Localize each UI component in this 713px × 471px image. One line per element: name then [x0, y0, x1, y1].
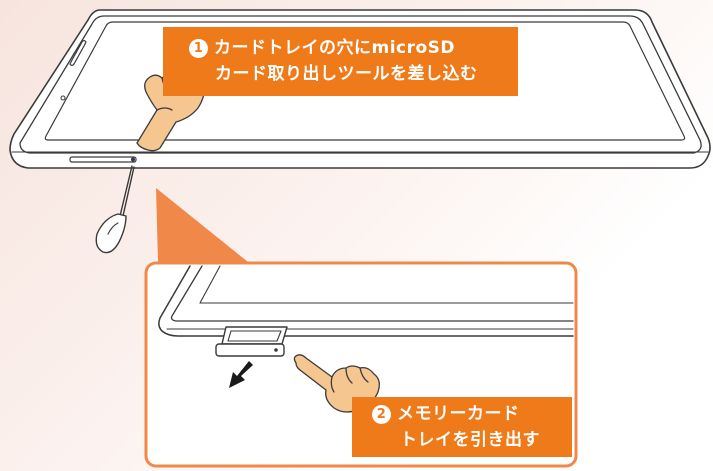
slot-pinhole — [131, 157, 135, 162]
front-camera — [60, 95, 66, 101]
card-slot — [69, 156, 137, 163]
step-1-line-2: カード取り出しツールを差し込む — [215, 64, 478, 84]
step-2-number: 2 — [372, 405, 391, 424]
step-2-callout: 2 メモリーカード トレイを引き出す — [352, 397, 572, 457]
tablet-speaker — [69, 39, 87, 67]
pull-arrow-icon — [229, 361, 253, 388]
tablet-bezel-inner — [19, 15, 702, 154]
step-1-line-1: カードトレイの穴にmicroSD — [214, 38, 456, 58]
zoom-cone — [156, 188, 248, 262]
step-1-callout: 1 カードトレイの穴にmicroSD カード取り出しツールを差し込む — [163, 27, 518, 96]
step-2-line-2: トレイを引き出す — [400, 430, 540, 450]
step-1-number: 1 — [189, 39, 208, 58]
tablet-screen — [44, 21, 686, 141]
step-2-line-1: メモリーカード — [397, 404, 520, 424]
eject-tool — [95, 165, 135, 254]
card-tray — [215, 326, 288, 357]
